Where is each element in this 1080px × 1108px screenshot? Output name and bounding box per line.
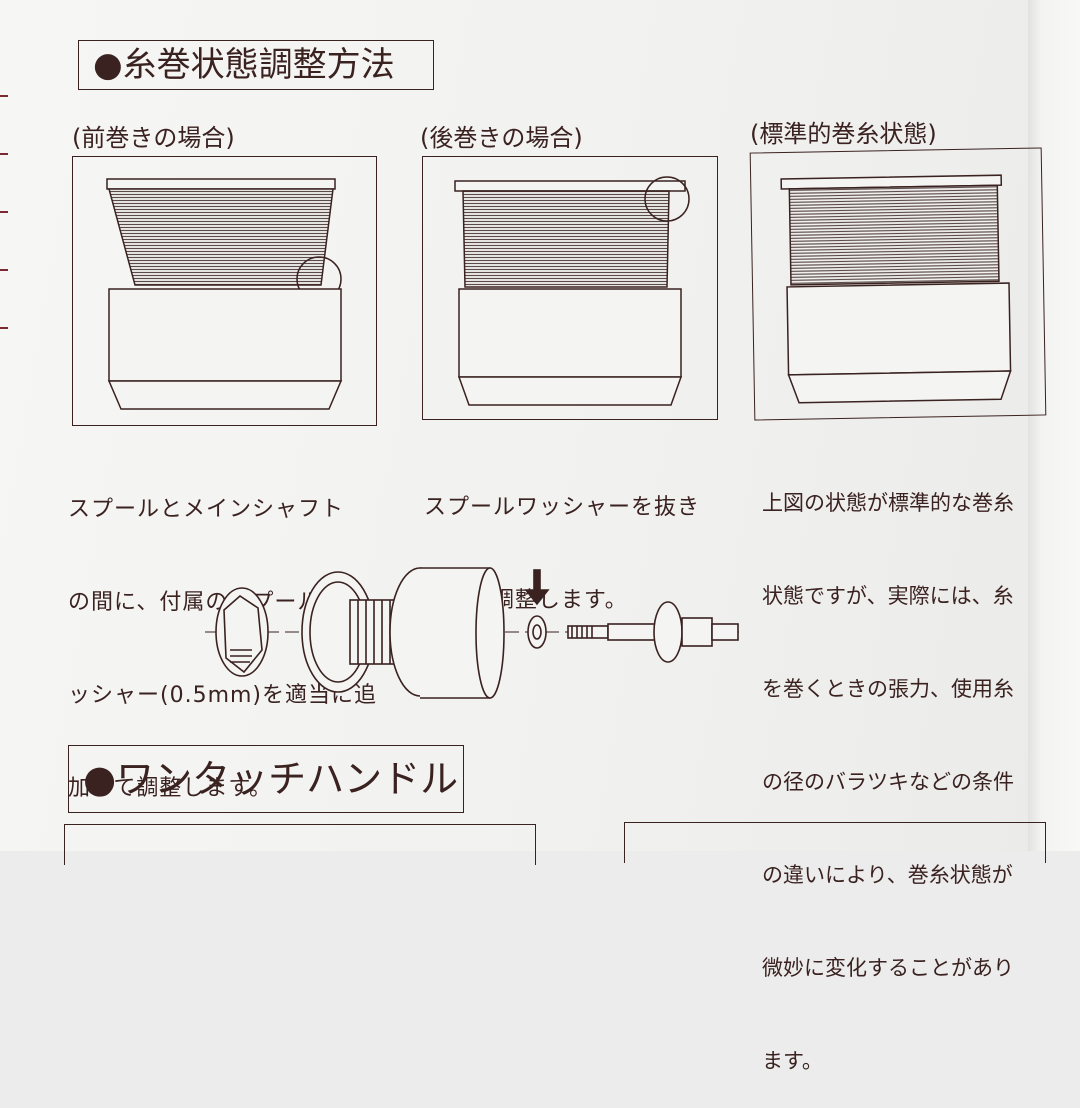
spool-figure-back-wound: [422, 156, 718, 420]
spool-icon: [301, 567, 505, 699]
spool-figure-front-wound: [72, 156, 377, 426]
section-heading-line-condition: ●糸巻状態調整方法: [78, 40, 434, 90]
case-title-back-wound: (後巻きの場合): [420, 124, 583, 152]
bottom-figure-frame-left: [64, 824, 536, 865]
down-arrow-icon: [524, 569, 550, 606]
main-shaft-icon: [567, 601, 739, 663]
case-title-standard: (標準的巻糸状態): [750, 120, 937, 148]
bottom-figure-frame-right: [624, 822, 1046, 863]
description-standard: 上図の状態が標準的な巻糸 状態ですが、実際には、糸 を巻くときの張力、使用糸 の…: [762, 491, 1014, 1073]
description-front-wound: スプールとメインシャフト の間に、付属のスプールワ ッシャー(0.5mm)を適当…: [68, 497, 378, 801]
margin-marks: [0, 95, 8, 385]
spool-figure-standard: [749, 147, 1047, 421]
exploded-parts-diagram: [200, 560, 760, 714]
washer-icon: [527, 615, 547, 649]
drag-knob-icon: [215, 587, 269, 677]
case-title-front-wound: (前巻きの場合): [72, 124, 235, 152]
section-heading-one-touch-handle: ●ワンタッチハンドル: [68, 745, 464, 813]
next-page-edge: [1028, 0, 1080, 851]
